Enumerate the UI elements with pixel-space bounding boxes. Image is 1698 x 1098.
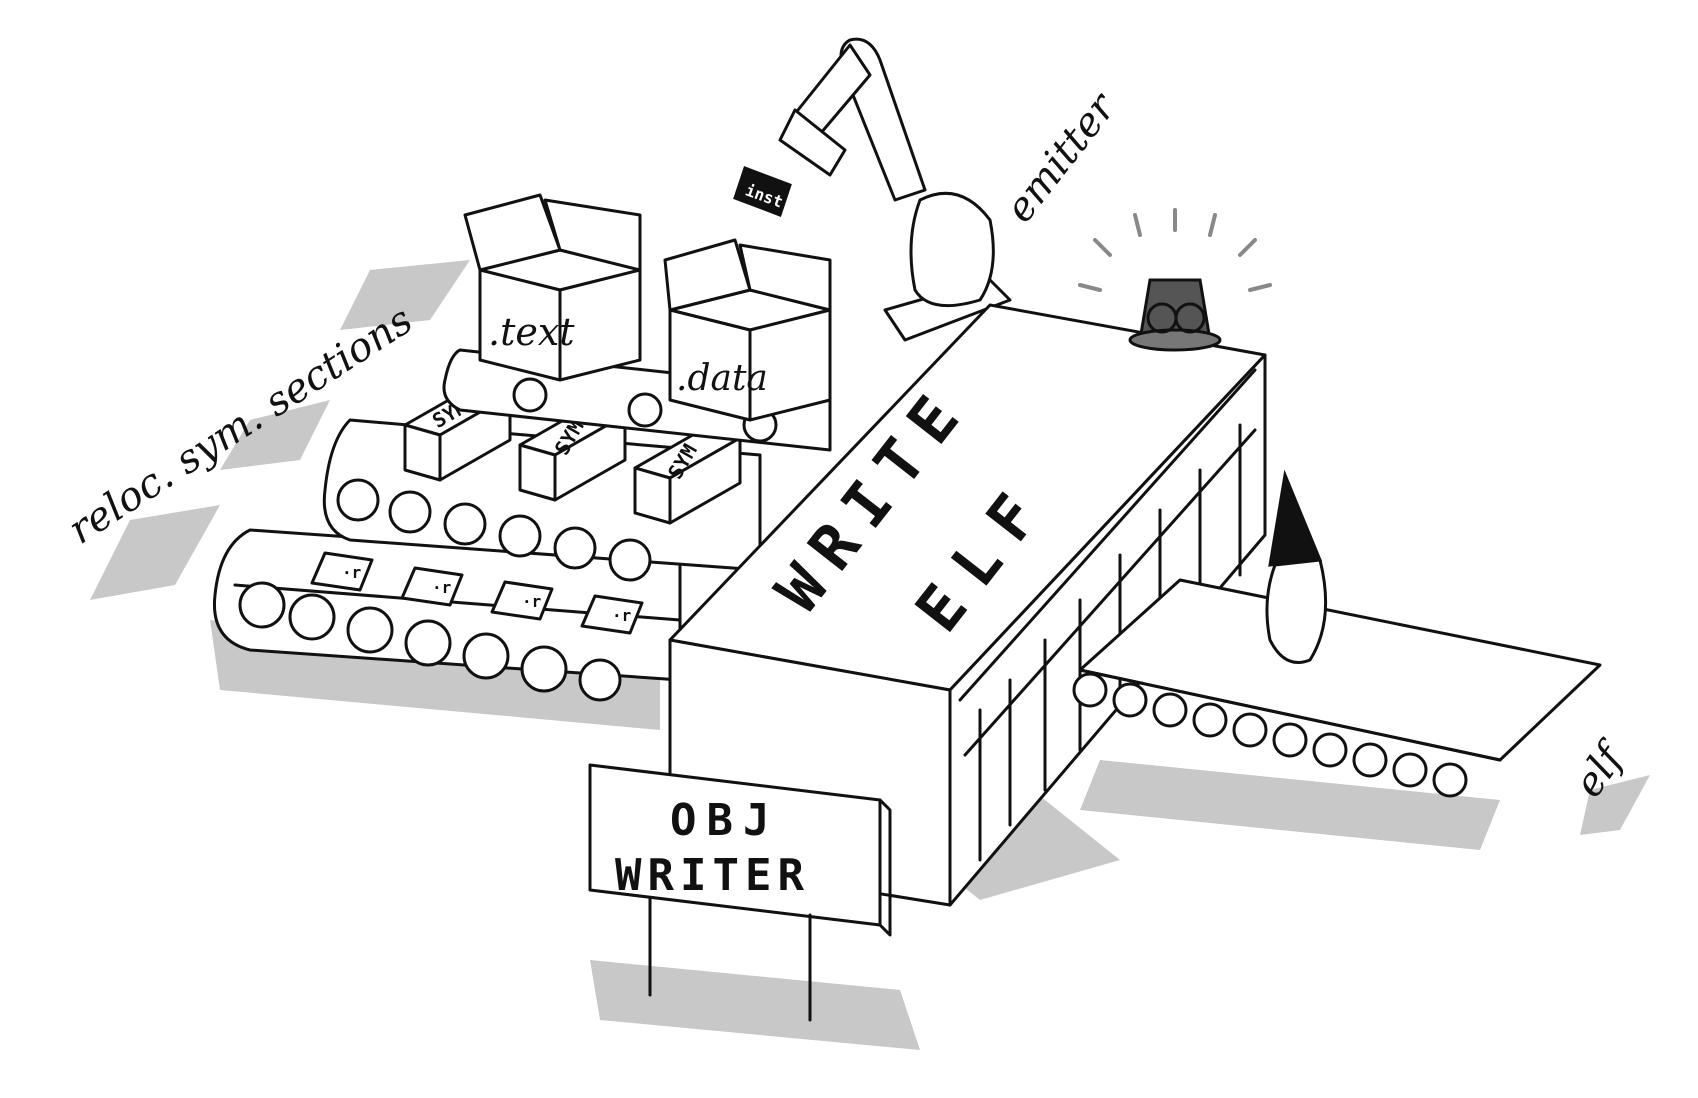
emitter-label: emitter — [997, 83, 1127, 231]
robot-arm: inst — [733, 37, 1012, 342]
reloc-tile-label: ·r — [432, 578, 451, 597]
sign-line1: OBJ — [670, 795, 779, 846]
reloc-tile: ·r — [400, 566, 464, 607]
sign-line2: WRITER — [615, 850, 810, 901]
sym-block: SYM — [633, 426, 742, 525]
reloc-tile: ·r — [580, 594, 644, 635]
obj-writer-sign: OBJ WRITER — [588, 763, 892, 1022]
reloc-tile: ·r — [310, 551, 374, 592]
sections-conveyor: .text .data — [442, 193, 832, 452]
sym-rollers — [336, 478, 652, 582]
reloc-conveyor: ·r ·r ·r ·r — [212, 528, 682, 702]
sym-blocks: SYM SYM SYM — [403, 383, 742, 525]
reloc-tile-label: ·r — [342, 563, 361, 582]
elf-rollers — [1072, 672, 1468, 798]
reloc-tile-label: ·r — [522, 592, 541, 611]
box-data-label: .data — [676, 358, 768, 399]
beacon-light — [1078, 208, 1272, 352]
box-data: .data — [663, 238, 832, 422]
reloc-tile-label: ·r — [612, 606, 631, 625]
elf-figure — [1265, 469, 1328, 664]
sym-conveyor: SYM SYM SYM — [322, 383, 762, 582]
elf-conveyor — [1072, 469, 1602, 798]
inst-part: inst — [733, 166, 792, 217]
reloc-tile: ·r — [490, 580, 554, 621]
reloc-tiles: ·r ·r ·r ·r — [310, 551, 644, 635]
box-text: .text — [463, 193, 642, 382]
box-text-label: .text — [488, 310, 575, 354]
reloc-rollers — [238, 581, 622, 702]
